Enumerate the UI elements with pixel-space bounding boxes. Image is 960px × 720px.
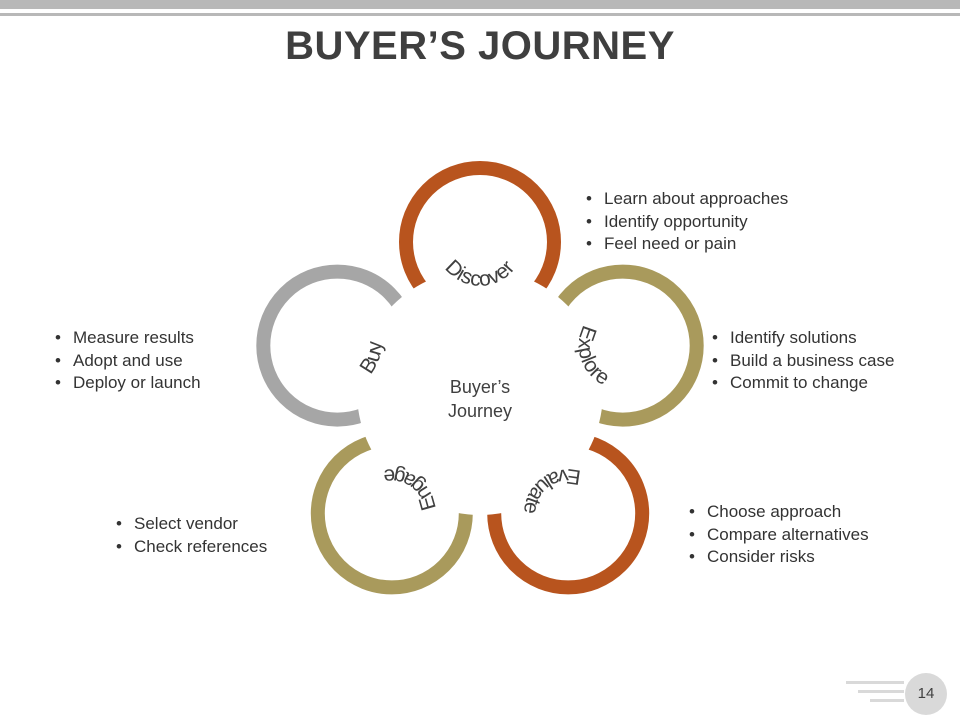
evaluate-bullet-list: Choose approach Compare alternatives Con… [689, 501, 869, 569]
diagram-center-label: Buyer’s Journey [400, 375, 560, 423]
engage-bullet-list: Select vendor Check references [116, 513, 267, 558]
buy-bullet: Measure results [55, 327, 201, 350]
engage-bullet: Check references [116, 536, 267, 559]
top-rule-thick [0, 0, 960, 9]
top-rule-thin [0, 13, 960, 16]
explore-bullet: Build a business case [712, 350, 894, 373]
footer-line [858, 690, 904, 693]
engage-bullet: Select vendor [116, 513, 267, 536]
buy-bullet: Deploy or launch [55, 372, 201, 395]
explore-bullet: Identify solutions [712, 327, 894, 350]
explore-bullet: Commit to change [712, 372, 894, 395]
buy-bullet-list: Measure results Adopt and use Deploy or … [55, 327, 201, 395]
center-label-line-1: Buyer’s [449, 377, 511, 397]
discover-bullet-list: Learn about approaches Identify opportun… [586, 188, 788, 256]
buy-bullet: Adopt and use [55, 350, 201, 373]
discover-bullet: Feel need or pain [586, 233, 788, 256]
footer-lines-decoration [846, 681, 904, 708]
discover-bullet: Learn about approaches [586, 188, 788, 211]
explore-bullet-list: Identify solutions Build a business case… [712, 327, 894, 395]
discover-bullet: Identify opportunity [586, 211, 788, 234]
page-number-badge: 14 [905, 673, 947, 715]
footer-line [846, 681, 904, 684]
slide-title: BUYER’S JOURNEY [285, 24, 675, 68]
footer-line [870, 699, 904, 702]
center-disc [357, 269, 603, 515]
evaluate-bullet: Compare alternatives [689, 524, 869, 547]
evaluate-bullet: Choose approach [689, 501, 869, 524]
center-label-line-2: Journey [447, 401, 513, 421]
evaluate-bullet: Consider risks [689, 546, 869, 569]
